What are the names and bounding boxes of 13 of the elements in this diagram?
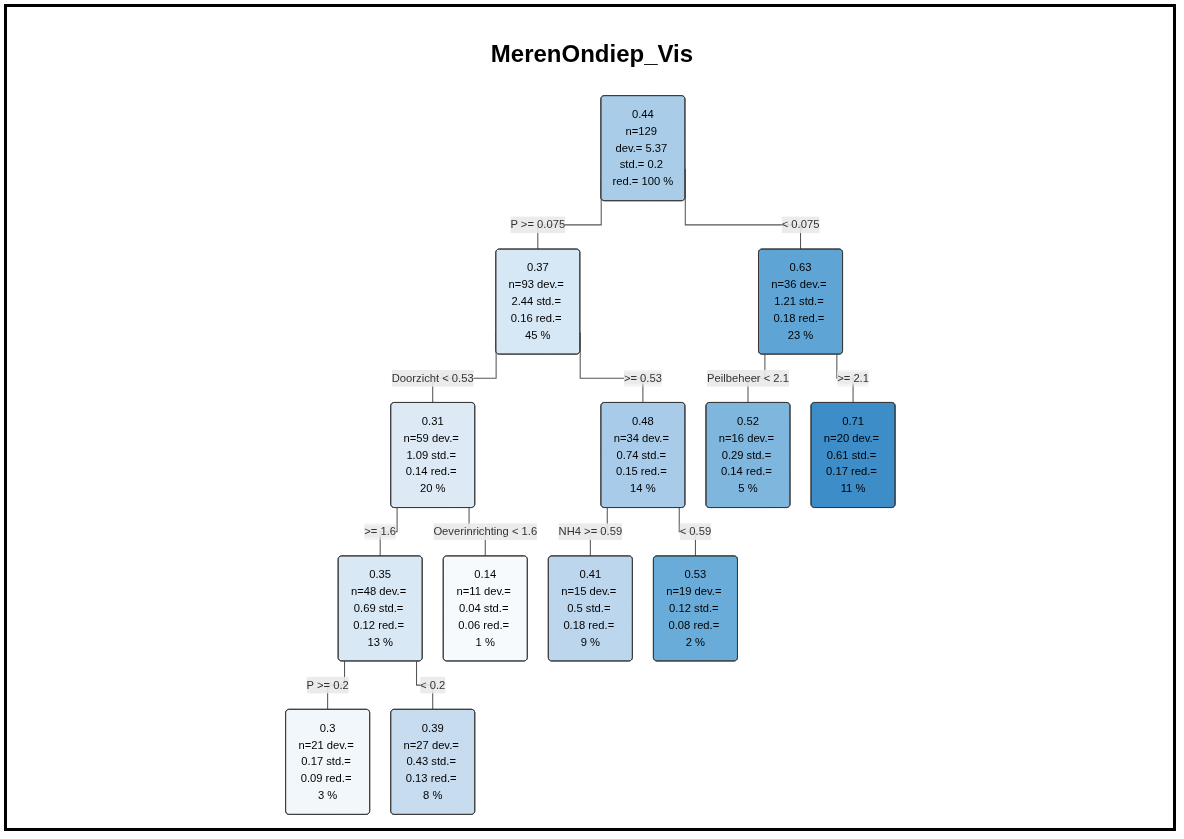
edge-label: Peilbeheer < 2.1 xyxy=(706,371,789,384)
title: MerenOndiep_Vis xyxy=(489,40,695,68)
edge-label: Oeverinrichting < 1.6 xyxy=(433,525,537,538)
edge-label: P >= 0.2 xyxy=(306,678,349,691)
edge-label: NH4 >= 0.59 xyxy=(558,525,622,538)
edge-label: < 0.2 xyxy=(419,678,445,691)
edge-label: P >= 0.075 xyxy=(510,218,565,231)
edge-label: >= 1.6 xyxy=(363,525,396,538)
edge-label: < 0.59 xyxy=(679,525,711,538)
edge-label: Doorzicht < 0.53 xyxy=(391,371,474,384)
edge-label: >= 0.53 xyxy=(623,371,662,384)
edge-label: >= 2.1 xyxy=(836,371,869,384)
edge-label: < 0.075 xyxy=(781,218,820,231)
